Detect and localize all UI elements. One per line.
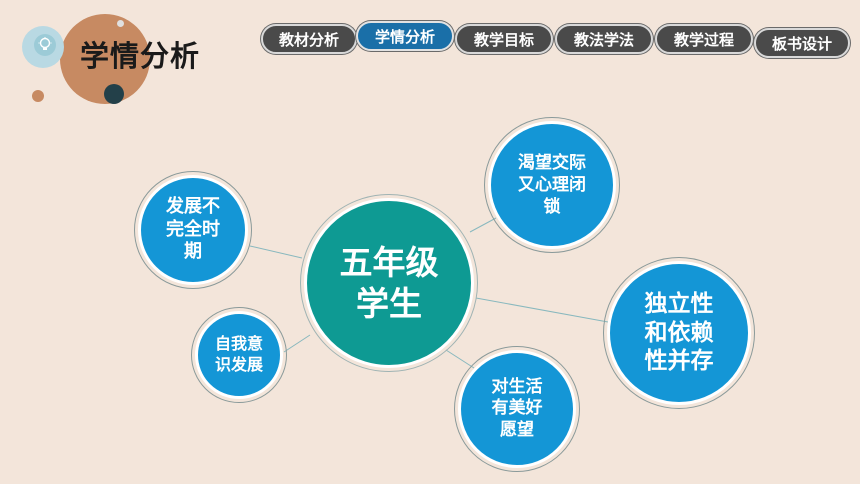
node-ring: [484, 117, 620, 253]
node-label: 对生活 有美好 愿望: [491, 377, 543, 440]
node-self-awareness: 自我意 识发展: [195, 311, 283, 399]
decor-circle-dark: [104, 84, 124, 104]
connector-line: [249, 245, 303, 259]
node-incomplete-development: 发展不 完全时 期: [138, 175, 248, 285]
tab-student-analysis[interactable]: 学情分析: [356, 21, 454, 51]
connector-line: [445, 349, 475, 369]
node-label: 自我意 识发展: [214, 334, 263, 374]
node-label: 发展不 完全时 期: [166, 196, 220, 263]
node-label: 渴望交际 又心理闭 锁: [518, 152, 586, 218]
tab-teaching-methods[interactable]: 教法学法: [555, 24, 653, 54]
node-ring: [603, 257, 755, 409]
node-ring: [134, 171, 252, 289]
decor-circle-small-brown: [32, 90, 44, 102]
node-independence-dependence: 独立性 和依赖 性并存: [607, 261, 751, 405]
connector-line: [469, 217, 497, 233]
tab-teaching-goals[interactable]: 教学目标: [455, 24, 553, 54]
center-node-label: 五年级 学生: [339, 242, 439, 323]
tab-board-design[interactable]: 板书设计: [754, 28, 850, 58]
page-title: 学情分析: [80, 39, 201, 73]
node-label: 独立性 和依赖 性并存: [644, 290, 714, 375]
tab-teaching-process[interactable]: 教学过程: [655, 24, 753, 54]
tab-textbook-analysis[interactable]: 教材分析: [261, 24, 357, 54]
decor-circle-tiny: [117, 20, 124, 27]
node-social-desire: 渴望交际 又心理闭 锁: [488, 121, 616, 249]
node-life-hopes: 对生活 有美好 愿望: [458, 350, 576, 468]
center-node: 五年级 学生: [304, 198, 474, 368]
node-ring: [191, 307, 287, 403]
connector-line: [475, 297, 609, 323]
connector-line: [283, 334, 311, 353]
lightbulb-icon: [34, 34, 56, 56]
node-ring: [454, 346, 580, 472]
center-node-ring: [300, 194, 478, 372]
